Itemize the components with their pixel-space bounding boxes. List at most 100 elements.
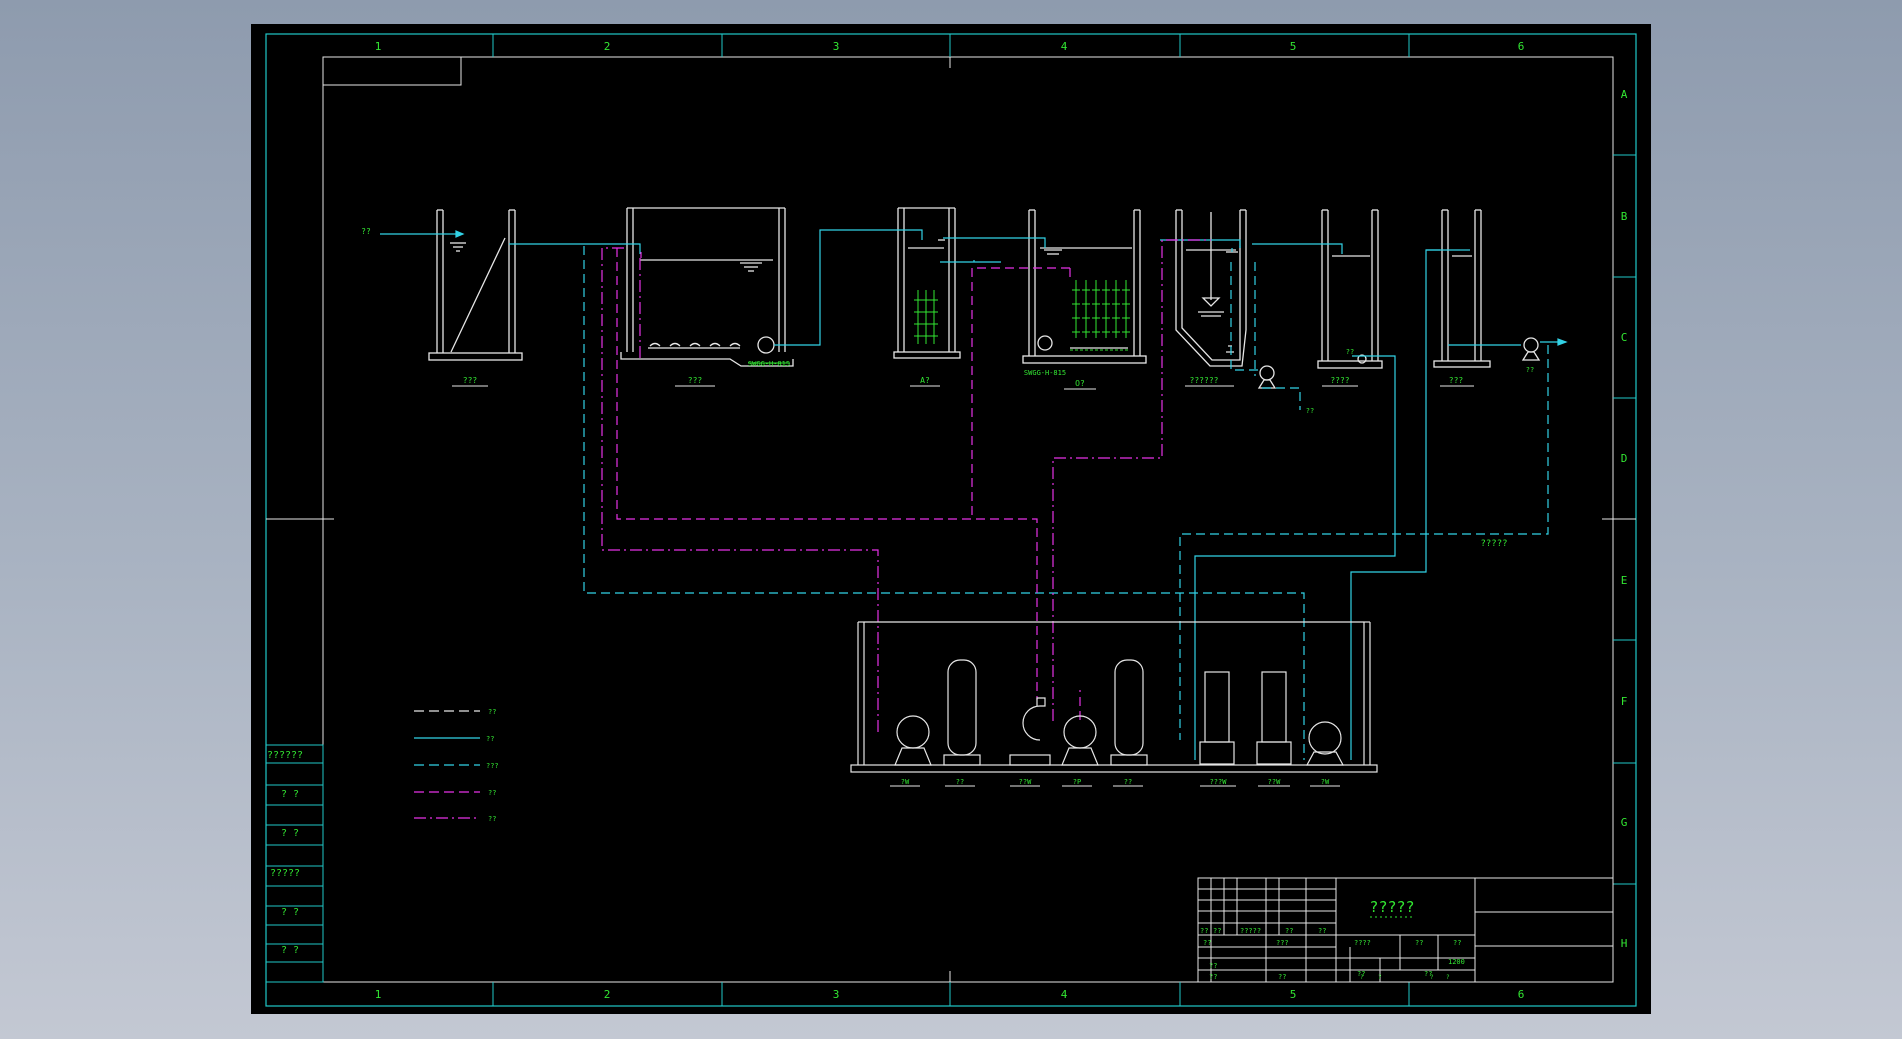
filter-1 bbox=[1199, 671, 1235, 765]
clear-tank bbox=[1317, 209, 1383, 369]
center-marks bbox=[266, 57, 1636, 982]
equipment-label: ?W bbox=[901, 778, 910, 786]
col-label: 4 bbox=[1061, 40, 1068, 53]
col-label: 1 bbox=[375, 40, 382, 53]
tb-cell: ?? bbox=[1200, 927, 1208, 935]
tb-cell: ?? bbox=[1453, 939, 1461, 947]
row-label: D bbox=[1621, 452, 1628, 465]
strip-text: ? ? bbox=[281, 945, 299, 956]
tb-cell: ? bbox=[1430, 974, 1434, 981]
outer-frame bbox=[265, 33, 1637, 1007]
clear-pump-label: ?? bbox=[1346, 348, 1354, 356]
process-units bbox=[428, 207, 1541, 389]
left-signature-strip: ?????? ? ? ? ? ????? ? ? ? ? bbox=[265, 744, 324, 983]
tb-cell: ?? bbox=[1213, 927, 1221, 935]
blower-3 bbox=[1305, 721, 1345, 766]
tb-cell: ?? bbox=[1415, 939, 1423, 947]
col-label: 4 bbox=[1061, 988, 1068, 1001]
outlet-pump bbox=[1521, 337, 1541, 361]
aerobic-tank bbox=[1022, 209, 1147, 364]
tb-cell: ??? bbox=[1276, 939, 1289, 947]
blower-2 bbox=[1061, 715, 1099, 766]
dosing-tank-1 bbox=[943, 659, 981, 766]
outlet-tank bbox=[1433, 209, 1491, 368]
row-label: F bbox=[1621, 695, 1628, 708]
unit-label-grille: ??? bbox=[463, 376, 478, 385]
row-label: G bbox=[1621, 816, 1628, 829]
unit-label-aerobic: O? bbox=[1075, 379, 1085, 388]
anoxic-tank bbox=[893, 207, 961, 359]
chemical-pipes bbox=[583, 246, 1549, 760]
strip-text: ? ? bbox=[281, 828, 299, 839]
equipment-labels: ?W ?? ??W ?P ?? ???W ??W ?W bbox=[901, 778, 1330, 786]
strip-text: ?????? bbox=[267, 750, 303, 761]
settler-tank bbox=[1175, 209, 1247, 367]
water-pipes bbox=[380, 229, 1568, 760]
row-label: E bbox=[1621, 574, 1628, 587]
return-label: ????? bbox=[1480, 539, 1507, 549]
title-block: ????? ?? ?? ????? ?? ?? ?? ??? ???? ?? ?… bbox=[1197, 877, 1614, 983]
filter-2 bbox=[1256, 671, 1292, 765]
unit-label-outlet-tank: ??? bbox=[1449, 376, 1464, 385]
row-label: A bbox=[1621, 88, 1628, 101]
tb-cell: ?? bbox=[1285, 927, 1293, 935]
air-pipes bbox=[601, 239, 1211, 732]
unit-label-underlines bbox=[452, 385, 1474, 390]
col-label: 5 bbox=[1290, 40, 1297, 53]
tb-cell: ?? bbox=[1203, 939, 1211, 947]
tb-cell: ?? bbox=[1278, 973, 1286, 981]
tb-cell: ?? bbox=[1424, 970, 1432, 978]
drawing-title: ????? bbox=[1369, 898, 1414, 916]
tb-cell: ? bbox=[1446, 974, 1450, 981]
unit-label-clear-tank: ???? bbox=[1330, 376, 1349, 385]
tb-cell: ???? bbox=[1354, 939, 1371, 947]
row-label: H bbox=[1621, 937, 1628, 950]
grille-tank bbox=[428, 209, 523, 361]
equalization-tank bbox=[620, 207, 794, 367]
blower-1 bbox=[894, 715, 932, 766]
project-label-box bbox=[323, 57, 462, 86]
legend-label: ?? bbox=[488, 789, 496, 797]
unit-labels: ?? ??? ??? A? O? ?????? ???? ??? SWGG-H-… bbox=[361, 227, 1534, 549]
pump-label-1: SWGG-H-815 bbox=[748, 360, 790, 368]
strip-text: ? ? bbox=[281, 907, 299, 918]
tb-cell: ????? bbox=[1240, 927, 1261, 935]
equipment-label: ?P bbox=[1073, 778, 1081, 786]
unit-label-anoxic: A? bbox=[920, 376, 930, 385]
legend-label: ??? bbox=[486, 762, 499, 770]
col-label: 3 bbox=[833, 40, 840, 53]
equipment-label: ?? bbox=[1124, 778, 1132, 786]
column-dividers bbox=[492, 34, 1410, 1006]
inlet-label: ?? bbox=[361, 227, 371, 236]
col-label: 5 bbox=[1290, 988, 1297, 1001]
tb-cell: ? bbox=[1378, 974, 1382, 981]
tb-cell: ?? bbox=[1357, 970, 1365, 978]
unit-label-equalization: ??? bbox=[688, 376, 703, 385]
row-labels: A B C D E F G H bbox=[1621, 88, 1628, 950]
unit-label-settler: ?????? bbox=[1190, 376, 1219, 385]
col-label: 3 bbox=[833, 988, 840, 1001]
equipment-label: ??W bbox=[1019, 778, 1032, 786]
legend: ?? ?? ??? ?? ?? bbox=[414, 708, 499, 823]
equipment-room bbox=[850, 621, 1378, 773]
row-label: B bbox=[1621, 210, 1628, 223]
legend-label: ?? bbox=[488, 815, 496, 823]
strip-text: ????? bbox=[270, 868, 300, 879]
legend-label: ?? bbox=[488, 708, 496, 716]
outlet-pump-label: ?? bbox=[1526, 366, 1534, 374]
equipment-label: ?? bbox=[956, 778, 964, 786]
legend-label: ?? bbox=[486, 735, 494, 743]
aerator-strings bbox=[748, 280, 1130, 364]
sludge-pipes bbox=[616, 248, 1081, 720]
col-label: 6 bbox=[1518, 988, 1525, 1001]
col-label: 6 bbox=[1518, 40, 1525, 53]
equipment-label: ???W bbox=[1210, 778, 1228, 786]
tb-cell: 1200 bbox=[1448, 958, 1465, 966]
sludge-outlet-label: ?? bbox=[1306, 407, 1314, 415]
tb-cell: ?? bbox=[1209, 973, 1217, 981]
col-label: 2 bbox=[604, 40, 611, 53]
tb-cell: ?? bbox=[1318, 927, 1326, 935]
tb-cell: ?? bbox=[1209, 962, 1217, 970]
equipment-label: ??W bbox=[1268, 778, 1281, 786]
